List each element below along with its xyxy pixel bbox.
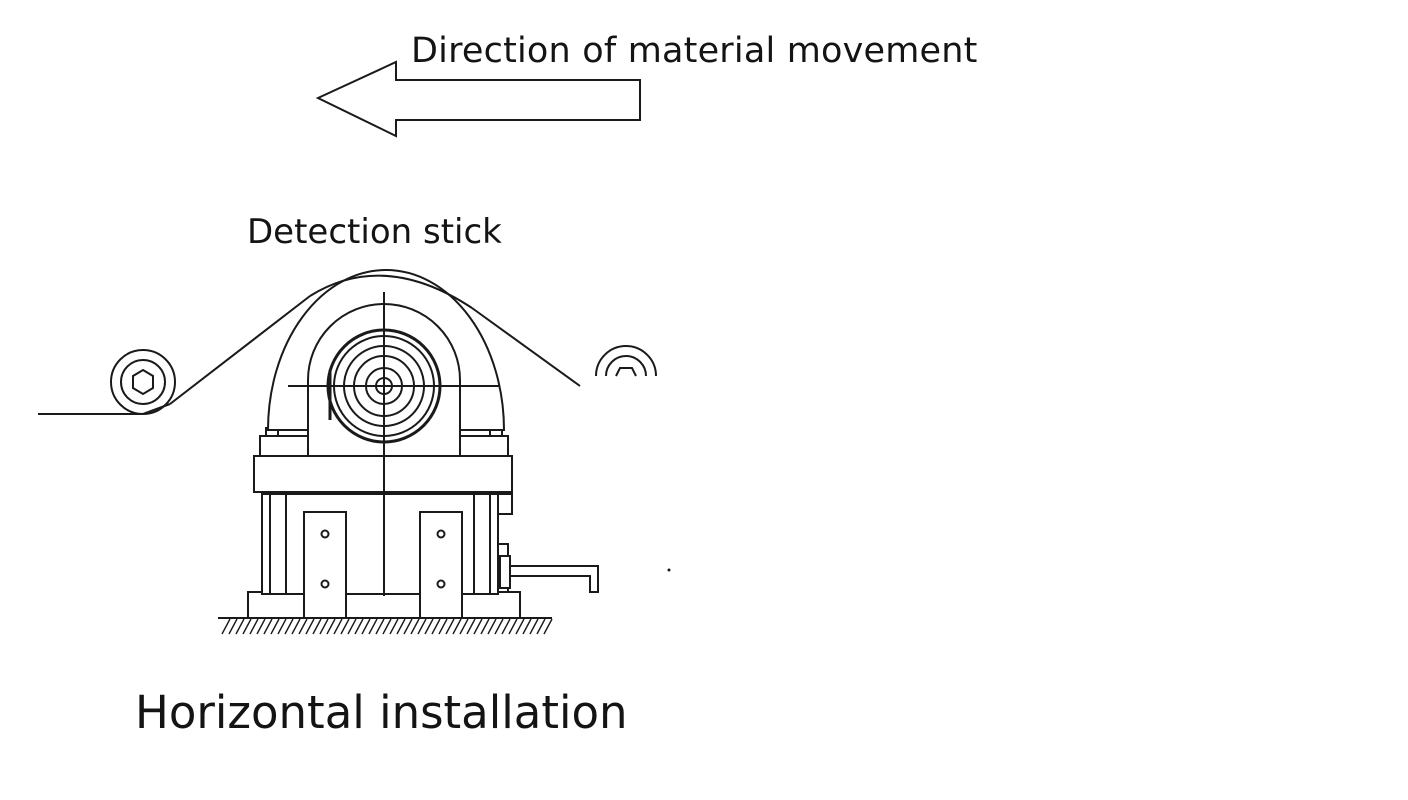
side-lever	[499, 555, 599, 593]
direction-arrow	[315, 60, 641, 138]
caption-label: Horizontal installation	[135, 686, 628, 739]
left-mounting-plate	[303, 511, 347, 619]
left-guide-roller	[110, 349, 176, 415]
material-web	[38, 274, 581, 415]
ground-hatching	[218, 617, 553, 635]
crosshair	[288, 292, 500, 596]
right-guide-roller	[595, 345, 657, 377]
direction-label: Direction of material movement	[411, 31, 978, 71]
detection-stick-label: Detection stick	[247, 212, 502, 252]
machine-base	[247, 493, 521, 619]
speck	[667, 568, 671, 572]
right-mounting-plate	[419, 511, 463, 619]
roller-housing	[266, 269, 506, 457]
